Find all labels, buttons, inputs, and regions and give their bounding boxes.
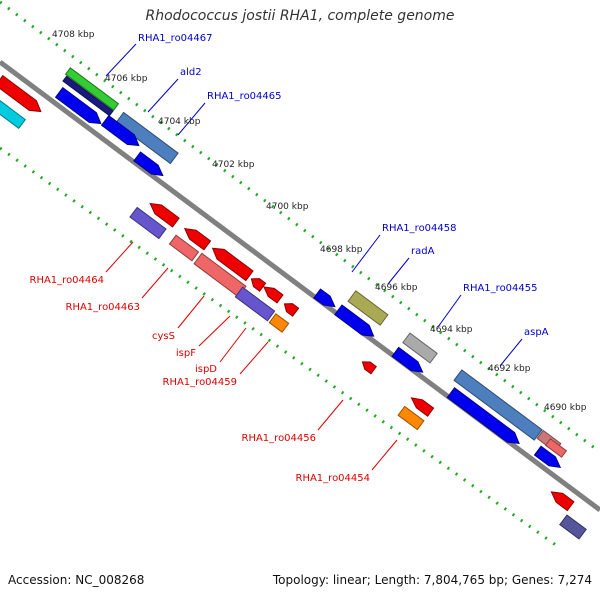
forward-leader-1 (105, 43, 137, 77)
gene-feature-32 (533, 445, 562, 468)
gene-feature-13 (211, 247, 254, 282)
gene-feature-7 (100, 114, 140, 147)
upper-tick-line (0, 0, 600, 454)
reverse-leader-1 (105, 241, 134, 273)
reverse-leader-2 (141, 267, 169, 299)
gene-feature-9 (149, 202, 180, 228)
map-title: Rhodococcus jostii RHA1, complete genome (145, 8, 455, 24)
tick-label-4: 4702 kbp (212, 160, 255, 170)
gene-feature-29 (446, 387, 520, 444)
gene-feature-23 (361, 361, 378, 375)
gene-feature-12 (168, 234, 200, 262)
gene-feature-24 (402, 332, 438, 364)
tick-labels: 4708 kbp 4706 kbp 4704 kbp 4702 kbp 4700 kbp… (52, 30, 587, 413)
gene-feature-20 (313, 288, 336, 308)
reverse-leader-5 (219, 327, 247, 363)
reverse-gene-label-4: ispF (176, 348, 196, 359)
reverse-leader-3 (177, 295, 205, 329)
forward-leader-6 (437, 294, 462, 328)
forward-leader-3 (177, 102, 206, 136)
reverse-gene-label-7: RHA1_ro04456 (242, 433, 317, 444)
reverse-gene-label-3: cysS (152, 331, 175, 342)
tick-label-5: 4700 kbp (266, 202, 309, 212)
reverse-gene-label-1: RHA1_ro04464 (30, 275, 105, 286)
gene-feature-27 (397, 405, 425, 431)
gene-feature-3 (64, 67, 120, 111)
forward-gene-label-2: ald2 (180, 67, 202, 78)
genome-summary-text: Topology: linear; Length: 7,804,765 bp; … (272, 573, 592, 587)
gene-feature-28 (453, 369, 543, 441)
forward-leader-2 (147, 78, 179, 113)
gene-feature-16 (263, 286, 284, 304)
gene-feature-31 (544, 438, 568, 458)
gene-feature-22 (334, 304, 375, 337)
forward-leader-7 (499, 338, 523, 367)
forward-gene-label-3: RHA1_ro04465 (207, 91, 282, 102)
gene-feature-25 (391, 346, 424, 373)
accession-text: Accession: NC_008268 (8, 573, 145, 587)
reverse-gene-label-6: RHA1_ro04459 (163, 377, 238, 388)
gene-labels: RHA1_ro04467 ald2RHA1_ro04465RHA1_ro04458… (30, 33, 549, 484)
gene-feature-2 (0, 94, 27, 130)
reverse-gene-label-5: ispD (195, 364, 217, 375)
gene-feature-26 (410, 397, 435, 417)
tick-label-10: 4690 kbp (544, 403, 587, 413)
gene-feature-5 (54, 86, 102, 125)
gene-feature-1 (0, 74, 42, 113)
gene-feature-11 (183, 228, 212, 251)
reverse-leader-6 (239, 341, 269, 375)
tick-label-7: 4696 kbp (375, 283, 418, 293)
forward-gene-label-1: RHA1_ro04467 (138, 33, 213, 44)
tick-label-2: 4706 kbp (105, 74, 148, 84)
forward-gene-label-5: radA (411, 246, 435, 257)
gene-feature-17 (283, 303, 300, 317)
gene-feature-18 (234, 286, 276, 322)
reverse-gene-label-2: RHA1_ro04463 (66, 302, 141, 313)
forward-leader-4 (351, 234, 381, 273)
gene-feature-8 (133, 151, 164, 177)
tick-label-9: 4692 kbp (488, 364, 531, 374)
gene-feature-21 (347, 290, 389, 326)
gene-feature-19 (268, 313, 290, 333)
tick-label-8: 4694 kbp (430, 325, 473, 335)
forward-gene-label-4: RHA1_ro04458 (382, 223, 457, 234)
forward-gene-label-7: aspA (524, 327, 549, 338)
forward-gene-label-6: RHA1_ro04455 (463, 283, 538, 294)
gene-features (0, 67, 587, 540)
reverse-leader-7 (317, 399, 344, 431)
reverse-gene-label-8: RHA1_ro04454 (296, 473, 371, 484)
gene-feature-6 (115, 111, 179, 165)
gene-feature-15 (250, 278, 267, 292)
tick-label-1: 4708 kbp (52, 30, 95, 40)
reverse-leader-4 (198, 315, 231, 347)
gene-feature-34 (559, 514, 587, 540)
reverse-leader-8 (371, 439, 398, 471)
forward-leader-5 (387, 257, 410, 285)
gene-feature-10 (129, 206, 167, 240)
gene-feature-33 (550, 491, 575, 512)
tick-label-6: 4698 kbp (320, 245, 363, 255)
tick-label-3: 4704 kbp (158, 117, 201, 127)
label-leaders (105, 43, 523, 471)
